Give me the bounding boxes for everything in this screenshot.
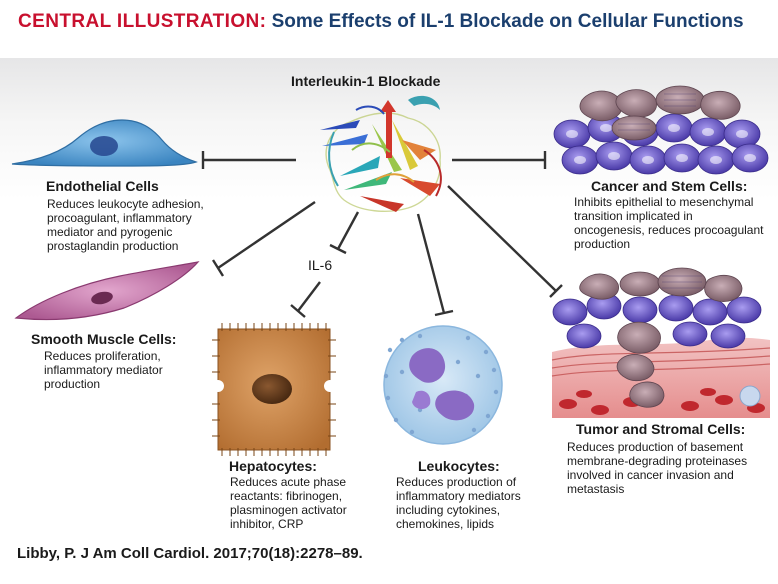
endothelial-description: Reduces leukocyte adhesion, procoagulant…	[47, 197, 204, 253]
header-label: CENTRAL ILLUSTRATION:	[18, 11, 267, 32]
leukocytes-description: Reduces production of inflammatory media…	[396, 475, 521, 531]
cancer-stem-title: Cancer and Stem Cells:	[591, 178, 748, 194]
il1-protein-structure	[320, 95, 442, 212]
smooth-muscle-title: Smooth Muscle Cells:	[31, 331, 177, 347]
inhibit-bar-smooth-muscle	[211, 259, 225, 277]
hepatocytes-title: Hepatocytes:	[229, 458, 317, 474]
smooth-muscle-description: Reduces proliferation, inflammatory medi…	[44, 349, 163, 391]
inhibit-bar-tumor	[549, 284, 563, 298]
cancer-stem-cells-image	[553, 85, 769, 175]
citation: Libby, P. J Am Coll Cardiol. 2017;70(18)…	[17, 545, 363, 562]
endothelial-line: procoagulant, inflammatory	[47, 211, 192, 225]
il6-label: IL-6	[308, 257, 333, 273]
header-subtitle: Some Effects of IL-1 Blockade on Cellula…	[271, 11, 744, 32]
center-title: Interleukin-1 Blockade	[291, 73, 441, 89]
hepatocyte-cell-image	[212, 323, 336, 456]
leukocyte-cell-image	[383, 325, 503, 445]
tumor-stromal-line: metastasis	[567, 482, 625, 496]
endothelial-line: mediator and pyrogenic	[47, 225, 173, 239]
tumor-stromal-description: Reduces production of basement membrane-…	[567, 440, 747, 496]
inhibit-line-tumor	[447, 185, 557, 292]
inhibit-bar-leukocytes	[434, 309, 454, 317]
smooth-muscle-line: production	[44, 377, 101, 391]
header-title: CENTRAL ILLUSTRATION: Some Effects of IL…	[18, 10, 768, 33]
smooth-muscle-line: Reduces proliferation,	[44, 349, 161, 363]
cancer-stem-description: Inhibits epithelial to mesenchymal trans…	[574, 195, 763, 251]
leukocytes-line: including cytokines,	[396, 503, 501, 517]
inhibitor-lines	[201, 151, 563, 318]
tumor-stromal-cells-image	[551, 267, 771, 418]
endothelial-title: Endothelial Cells	[46, 178, 159, 194]
inhibit-line-smooth-muscle	[217, 201, 316, 269]
smooth-muscle-line: inflammatory mediator	[44, 363, 163, 377]
cancer-stem-line: transition implicated in	[574, 209, 693, 223]
leukocytes-line: chemokines, lipids	[396, 517, 495, 531]
cancer-stem-line: oncogenesis, reduces procoagulant	[574, 223, 764, 237]
header: CENTRAL ILLUSTRATION: Some Effects of IL…	[0, 0, 778, 58]
cancer-stem-line: production	[574, 237, 631, 251]
hepatocytes-line: plasminogen activator	[230, 503, 347, 517]
cancer-stem-line: Inhibits epithelial to mesenchymal	[574, 195, 754, 209]
inhibit-line-leukocytes	[416, 213, 446, 314]
tumor-stromal-line: membrane-degrading proteinases	[567, 454, 748, 468]
inhibit-line-hepatocytes	[297, 281, 321, 312]
smooth-muscle-cell-image	[14, 261, 200, 321]
leukocytes-line: inflammatory mediators	[396, 489, 521, 503]
hepatocytes-line: reactants: fibrinogen,	[230, 489, 343, 503]
tumor-stromal-title: Tumor and Stromal Cells:	[576, 421, 746, 437]
hepatocytes-line: inhibitor, CRP	[230, 517, 304, 531]
endothelial-line: Reduces leukocyte adhesion,	[47, 197, 204, 211]
leukocytes-title: Leukocytes:	[418, 458, 500, 474]
tumor-stromal-line: Reduces production of basement	[567, 440, 744, 454]
hepatocytes-description: Reduces acute phase reactants: fibrinoge…	[230, 475, 347, 531]
tumor-stromal-line: involved in cancer invasion and	[567, 468, 734, 482]
inhibit-line-il6-upper	[336, 211, 360, 250]
inhibit-bar-hepatocytes	[290, 304, 306, 318]
leukocytes-line: Reduces production of	[396, 475, 517, 489]
endothelial-cell-image	[11, 119, 198, 167]
inhibit-bar-il6	[329, 243, 347, 255]
endothelial-line: prostaglandin production	[47, 239, 179, 253]
hepatocytes-line: Reduces acute phase	[230, 475, 347, 489]
